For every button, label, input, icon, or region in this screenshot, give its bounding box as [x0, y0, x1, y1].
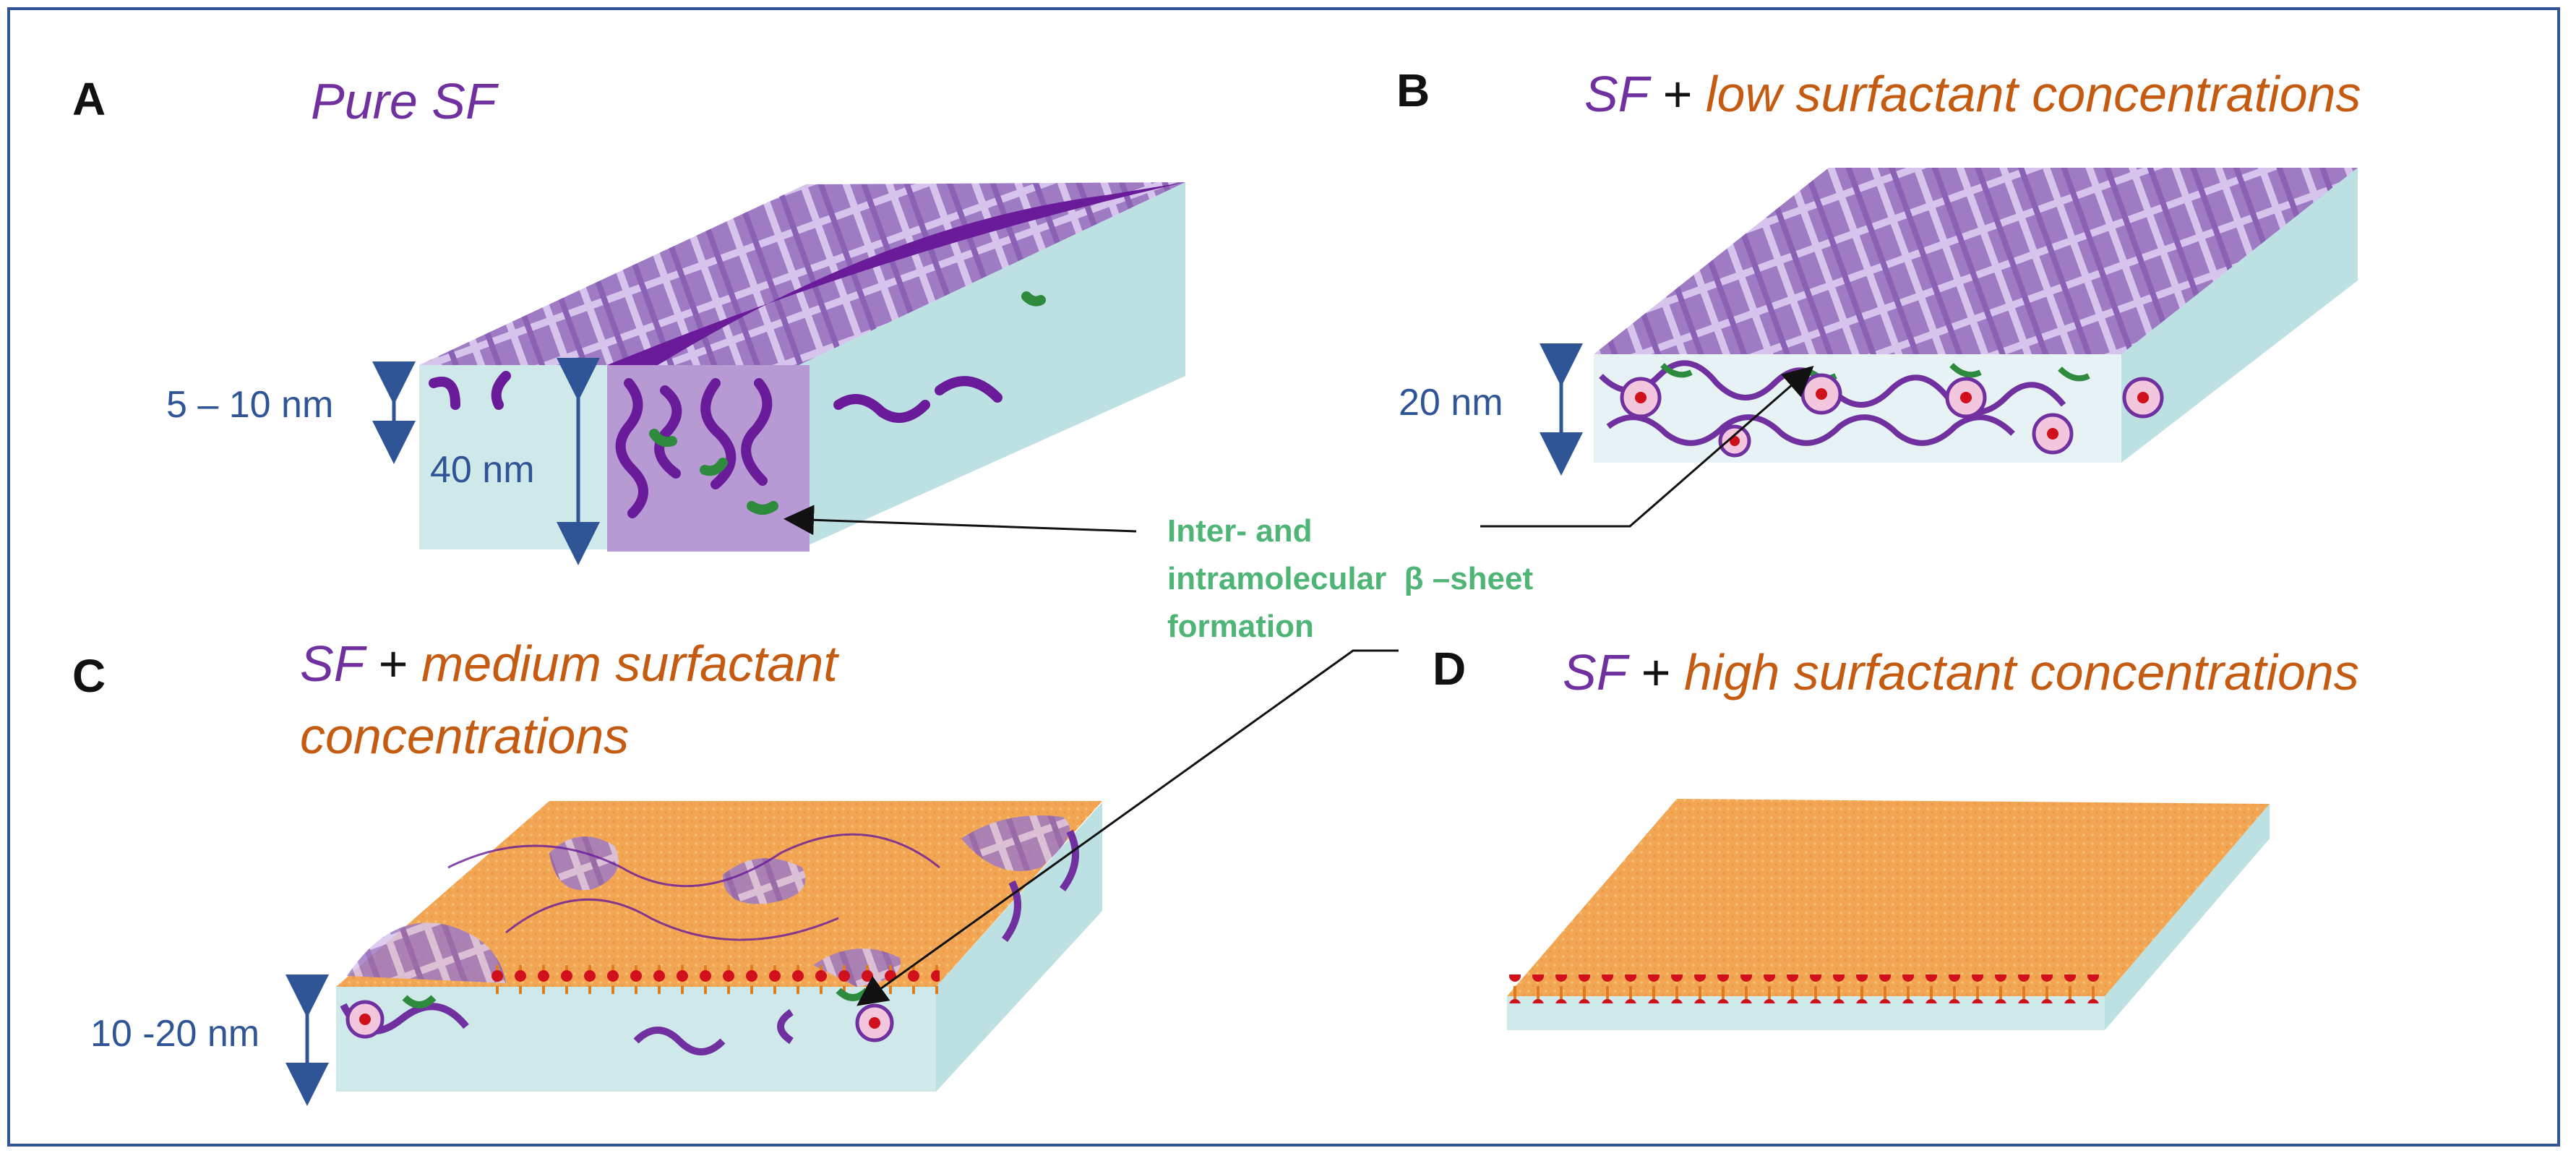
panel-b-plus: + [1648, 66, 1706, 122]
panel-d-plus: + [1626, 644, 1684, 701]
figure-frame [7, 7, 2560, 1147]
panel-a-title: Pure SF [311, 73, 497, 129]
panel-b-title: SF + low surfactant concentrations [1584, 65, 2361, 123]
panel-b-surfactant: low surfactant concentrations [1705, 66, 2361, 122]
dimension-a-thin: 5 – 10 nm [166, 384, 334, 426]
panel-letter-a: A [72, 73, 106, 125]
panel-d-title: SF + high surfactant concentrations [1563, 643, 2359, 701]
panel-letter-b: B [1396, 64, 1430, 116]
dimension-c: 10 -20 nm [90, 1013, 260, 1055]
annotation-leaders [783, 366, 1814, 1006]
panel-c-surfactant-line2: concentrations [300, 708, 630, 764]
annotation-line-1: Inter- and [1167, 513, 1313, 549]
dimension-arrows [285, 343, 1583, 1106]
annotation-line-3: formation [1167, 609, 1314, 644]
dimension-a-thick: 40 nm [430, 449, 535, 491]
block-b [1594, 168, 2358, 463]
panel-d-surfactant: high surfactant concentrations [1683, 644, 2359, 701]
panel-b-sf: SF [1584, 66, 1649, 122]
dimension-b: 20 nm [1399, 382, 1503, 424]
panel-c-sf: SF [300, 635, 364, 692]
panel-c-plus: + [364, 635, 421, 692]
panel-letter-c: C [72, 650, 106, 702]
block-d [1507, 799, 2270, 1030]
panel-c-title-line1: SF + medium surfactant [300, 635, 838, 693]
annotation-line-2: intramolecular β –sheet [1167, 561, 1534, 596]
block-c [336, 801, 1102, 1092]
beta-sheet-annotation: Inter- and intramolecular β –sheet forma… [1167, 507, 1533, 651]
panel-d-sf: SF [1563, 644, 1627, 701]
panel-letter-d: D [1433, 643, 1467, 695]
block-a [419, 182, 1185, 552]
panel-c-surfactant-line1: medium surfactant [421, 635, 838, 692]
